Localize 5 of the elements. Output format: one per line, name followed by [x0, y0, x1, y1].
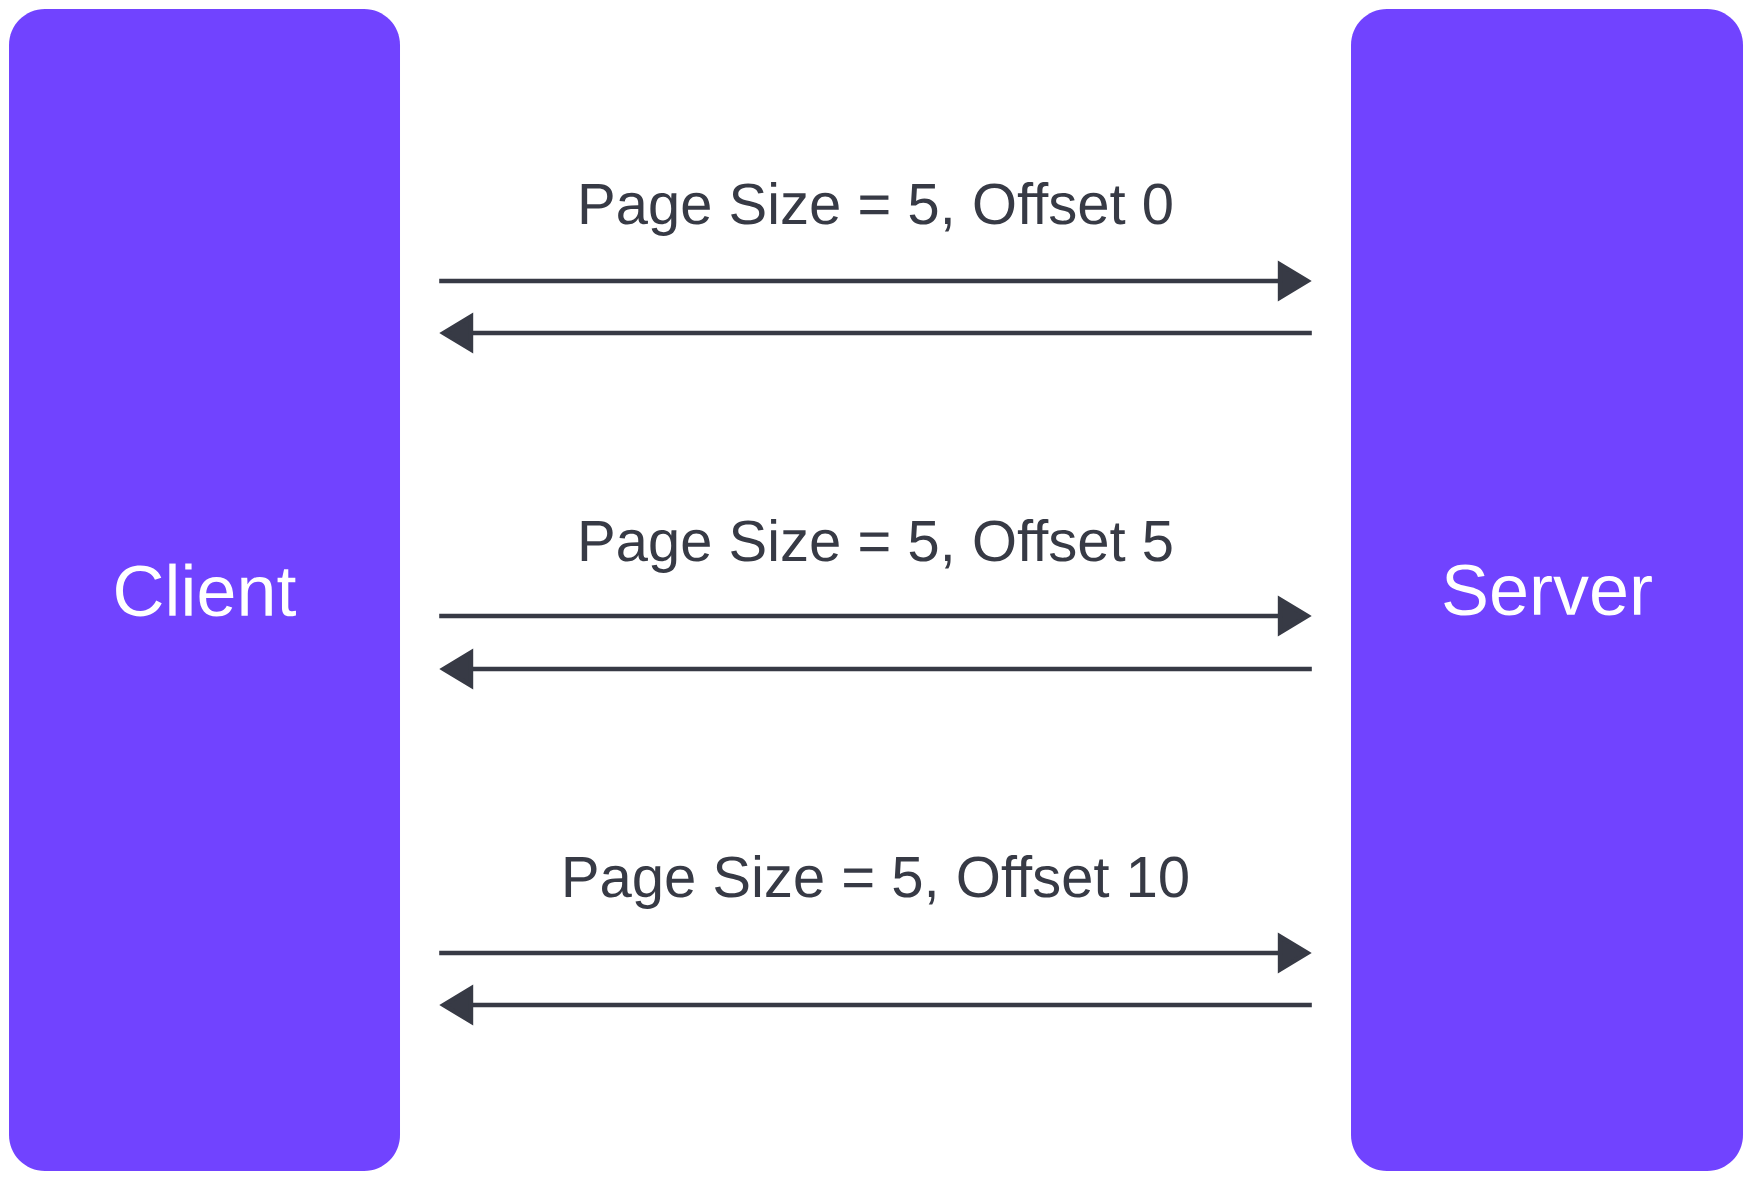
- participant-box: Client: [9, 9, 400, 1171]
- edge-label: Page Size = 5, Offset 10: [565, 854, 1188, 909]
- participant-box: Server: [1351, 9, 1743, 1171]
- edge-label: Page Size = 5, Offset 0: [581, 181, 1172, 236]
- edge-label: Page Size = 5, Offset 5: [581, 518, 1172, 573]
